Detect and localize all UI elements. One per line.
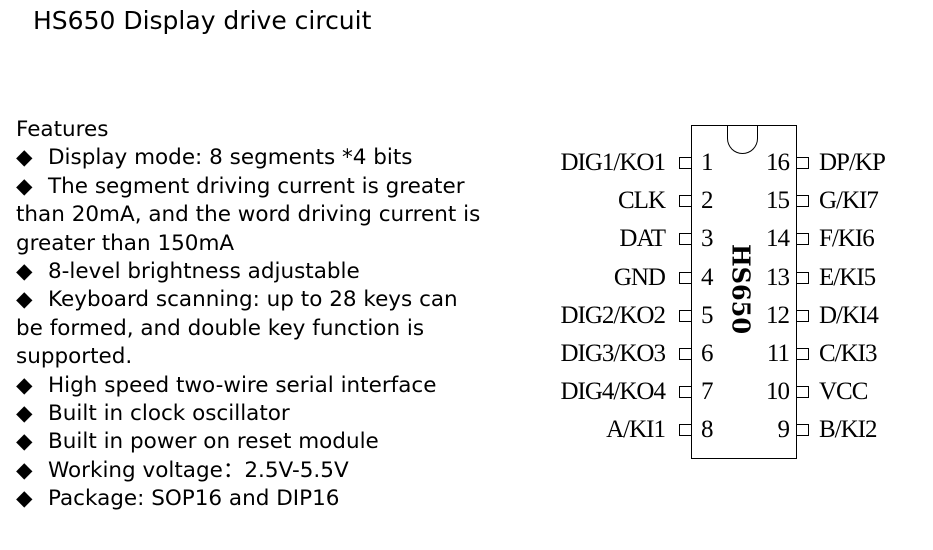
feature-item: ◆ Built in power on reset module [16, 428, 486, 456]
features-heading: Features [16, 117, 109, 142]
pin-number: 2 [701, 187, 713, 215]
feature-text: The segment driving current is greater t… [16, 173, 481, 256]
feature-item: ◆Keyboard scanning: up to 28 keys can be… [16, 286, 486, 371]
pin-terminal [797, 233, 809, 246]
diamond-bullet-icon: ◆ [16, 429, 33, 455]
pin-terminal [797, 386, 809, 399]
chip-name: HS650 [726, 243, 756, 335]
diamond-bullet-icon: ◆ [16, 145, 33, 171]
feature-item: ◆ Working voltage：2.5V-5.5V [16, 457, 486, 485]
pin-label: A/KI1 [606, 416, 666, 444]
feature-text: High speed two-wire serial interface [48, 372, 437, 398]
pin-terminal [679, 195, 691, 208]
pin-terminal [797, 309, 809, 322]
diamond-bullet-icon: ◆ [16, 457, 33, 483]
diamond-bullet-icon: ◆ [16, 287, 33, 313]
feature-item: ◆ Display mode: 8 segments *4 bits [16, 144, 486, 172]
pin-label: DIG1/KO1 [560, 149, 666, 176]
pin-number: 3 [701, 225, 713, 253]
pin-number: 15 [766, 187, 790, 215]
pin-label: G/KI7 [819, 187, 879, 215]
pin-terminal [679, 386, 691, 399]
pin-number: 7 [701, 378, 713, 406]
feature-item: ◆ 8-level brightness adjustable [16, 258, 486, 286]
feature-item: ◆ Package: SOP16 and DIP16 [16, 485, 486, 513]
pin-number: 11 [766, 340, 790, 367]
pin-number: 14 [766, 225, 790, 253]
pin-number: 8 [701, 416, 713, 444]
diamond-bullet-icon: ◆ [16, 259, 33, 285]
pin-number: 5 [701, 301, 713, 329]
pin-number: 6 [701, 340, 713, 367]
pin-label: GND [613, 263, 666, 291]
pin-terminal [797, 271, 809, 284]
diamond-bullet-icon: ◆ [16, 372, 33, 398]
pin-terminal [797, 157, 809, 169]
pin-label: D/KI4 [819, 301, 879, 329]
pin-label: C/KI3 [819, 340, 877, 367]
feature-text: Display mode: 8 segments *4 bits [48, 145, 413, 171]
feature-text: Keyboard scanning: up to 28 keys can be … [16, 287, 458, 370]
pin-label: CLK [618, 187, 666, 215]
diamond-bullet-icon: ◆ [16, 401, 33, 427]
pin-number: 10 [766, 378, 790, 406]
pin-number: 16 [766, 149, 790, 176]
pin-label: DAT [619, 225, 666, 253]
pin-number: 12 [766, 301, 790, 329]
feature-item: ◆ High speed two-wire serial interface [16, 372, 486, 400]
feature-text: 8-level brightness adjustable [48, 259, 360, 285]
pin-label: B/KI2 [819, 416, 877, 444]
feature-text: Built in clock oscillator [48, 401, 290, 427]
pin-label: DIG4/KO4 [560, 378, 666, 406]
feature-text: Package: SOP16 and DIP16 [48, 486, 340, 512]
pin-terminal [679, 348, 691, 360]
pin-terminal [679, 424, 691, 437]
pin-terminal [797, 348, 809, 360]
chip-notch [727, 125, 758, 154]
pin-number: 4 [701, 263, 713, 291]
pin-terminal [679, 157, 691, 169]
pin-label: F/KI6 [819, 225, 875, 253]
pin-number: 9 [777, 416, 790, 444]
pin-terminal [679, 271, 691, 284]
pin-label: VCC [819, 378, 868, 406]
page-title: HS650 Display drive circuit [33, 6, 372, 35]
pin-number: 1 [701, 149, 713, 176]
diamond-bullet-icon: ◆ [16, 486, 33, 512]
feature-item: ◆ Built in clock oscillator [16, 400, 486, 428]
features-section: Features ◆ Display mode: 8 segments *4 bi… [16, 116, 486, 514]
pin-number: 13 [766, 263, 790, 291]
pin-terminal [679, 233, 691, 246]
pin-label: E/KI5 [819, 263, 876, 291]
pin-terminal [797, 195, 809, 208]
pin-terminal [797, 424, 809, 437]
feature-text: Built in power on reset module [48, 429, 379, 455]
pin-label: DIG2/KO2 [560, 301, 666, 329]
pin-label: DP/KP [819, 149, 886, 176]
pin-terminal [679, 309, 691, 322]
diamond-bullet-icon: ◆ [16, 173, 33, 199]
feature-text: Working voltage：2.5V-5.5V [48, 457, 349, 483]
feature-item: ◆The segment driving current is greater … [16, 173, 486, 258]
pin-label: DIG3/KO3 [560, 340, 666, 367]
